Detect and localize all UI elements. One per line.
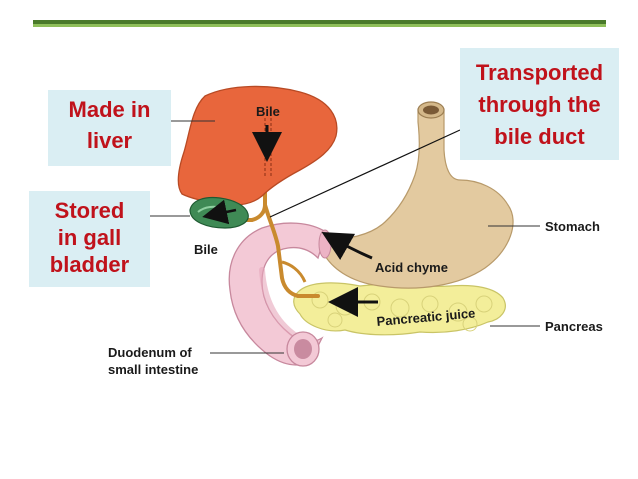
stomach	[321, 109, 514, 289]
label-pancreas: Pancreas	[545, 319, 603, 334]
callout-made-line2: liver	[86, 128, 133, 153]
callout-stored-line3: bladder	[49, 252, 130, 277]
transport-leader	[269, 129, 461, 218]
title-rule-dark	[33, 20, 606, 24]
callout-made-line1: Made in	[68, 97, 151, 122]
callout-stored-line1: Stored	[54, 198, 125, 223]
title-rule-light	[33, 24, 606, 27]
label-duodenum-line2: small intestine	[108, 362, 198, 377]
callout-transport-line2: through the	[478, 92, 601, 117]
label-duodenum-line1: Duodenum of	[108, 345, 192, 360]
callout-transported: Transported through the bile duct	[460, 48, 619, 160]
callout-transport-line3: bile duct	[494, 124, 585, 149]
callout-made-in-liver: Made in liver	[48, 90, 171, 166]
bile-into-gallbladder-arrow	[202, 199, 237, 225]
label-acid-chyme: Acid chyme	[375, 260, 448, 275]
acid-chyme-arrow	[321, 232, 373, 260]
callout-stored-line2: in gall	[57, 225, 122, 250]
label-stomach: Stomach	[545, 219, 600, 234]
bile-duct	[234, 176, 320, 298]
callout-stored-in-gall-bladder: Stored in gall bladder	[29, 191, 150, 287]
callout-transport-line1: Transported	[475, 60, 604, 85]
label-bile-top: Bile	[256, 104, 280, 119]
label-bile-left: Bile	[194, 242, 218, 257]
